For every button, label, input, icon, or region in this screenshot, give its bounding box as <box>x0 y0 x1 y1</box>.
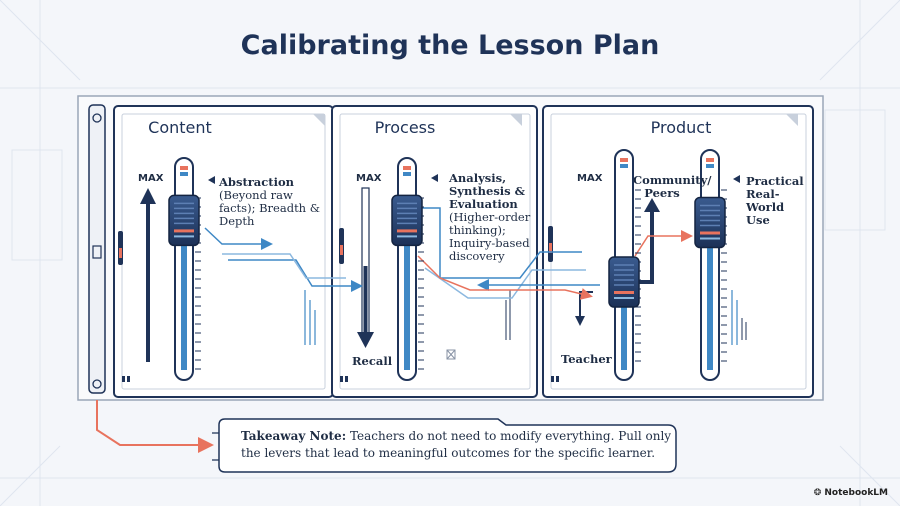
takeaway-note: Takeaway Note: Teachers do not need to m… <box>219 419 676 471</box>
content-slider-top-cap-2 <box>180 172 188 176</box>
content-top-label: Abstraction (Beyond raw facts); Breadth … <box>219 176 329 228</box>
content-slider-fill <box>181 245 187 370</box>
slider-group <box>168 149 727 381</box>
process-slider-fill <box>404 245 410 370</box>
panel-product-title: Product <box>650 118 712 137</box>
product-right-slider-top-cap-2 <box>706 164 714 168</box>
product-left-slider-knob-mark-2 <box>614 297 634 299</box>
content-top-label-bold: Abstraction <box>219 175 294 189</box>
product-right-slider-top-cap <box>706 158 714 162</box>
product-bottom-label-text: Teacher <box>561 352 612 366</box>
process-down-arrow <box>357 187 374 348</box>
process-slider-knob-mark <box>397 229 417 233</box>
product-bottom-label: Teacher <box>561 353 612 366</box>
product-right-slider-fill <box>707 247 713 370</box>
process-slider-top-cap-2 <box>403 172 411 176</box>
brand-text: NotebookLM <box>824 488 888 498</box>
content-up-arrow <box>140 188 156 362</box>
product-left-slider-top-cap-2 <box>620 164 628 168</box>
flow-lines <box>96 207 693 453</box>
panel-content-title: Content <box>148 118 212 137</box>
takeaway-text: Teachers do not need to modify everythin… <box>241 429 672 460</box>
content-slider-top-cap <box>180 166 188 170</box>
panel-decor <box>118 226 747 382</box>
content-max-label: MAX <box>138 173 164 184</box>
label-pointers <box>208 174 740 184</box>
content-slider-knob-mark-2 <box>174 235 194 238</box>
product-left-slider-knob-mark <box>614 291 634 294</box>
panel-process-title: Process <box>374 118 436 137</box>
process-slider-knob-mark-2 <box>397 235 417 238</box>
process-top-label-bold: Analysis, Synthesis & Evaluation <box>449 171 526 211</box>
process-max-label: MAX <box>356 173 382 184</box>
process-slider[interactable] <box>391 157 424 381</box>
product-right-slider-knob-mark-2 <box>700 237 720 240</box>
product-top-label-text: Practical Real-World Use <box>746 174 804 227</box>
product-mid-label-text: Community/ Peers <box>633 173 712 200</box>
content-slider[interactable] <box>168 157 201 381</box>
product-mid-label: Community/ Peers <box>633 174 711 200</box>
process-top-label-rest: (Higher-order thinking); Inquiry-based d… <box>449 210 531 263</box>
page-title: Calibrating the Lesson Plan <box>240 30 660 61</box>
left-rail <box>88 104 106 394</box>
process-bottom-label: Recall <box>352 355 392 368</box>
product-max-label: MAX <box>577 173 603 184</box>
panel-process-frame <box>331 105 538 398</box>
product-right-slider-knob-mark <box>700 231 720 235</box>
product-left-slider-fill <box>621 307 627 370</box>
process-top-label: Analysis, Synthesis & Evaluation (Higher… <box>449 172 531 263</box>
process-slider-top-cap <box>403 166 411 170</box>
product-left-slider-top-cap <box>620 158 628 162</box>
takeaway-heading: Takeaway Note: <box>241 429 347 443</box>
content-top-label-rest: (Beyond raw facts); Breadth & Depth <box>219 188 320 228</box>
product-top-label: Practical Real-World Use <box>746 175 808 227</box>
takeaway-box-frame <box>212 418 677 473</box>
process-bottom-label-text: Recall <box>352 354 393 368</box>
content-slider-knob-mark <box>174 229 194 233</box>
product-left-slider[interactable] <box>608 149 641 381</box>
brand-icon: ❂ <box>813 488 822 498</box>
product-right-slider[interactable] <box>694 149 727 381</box>
brand-logo: ❂ NotebookLM <box>814 488 888 498</box>
